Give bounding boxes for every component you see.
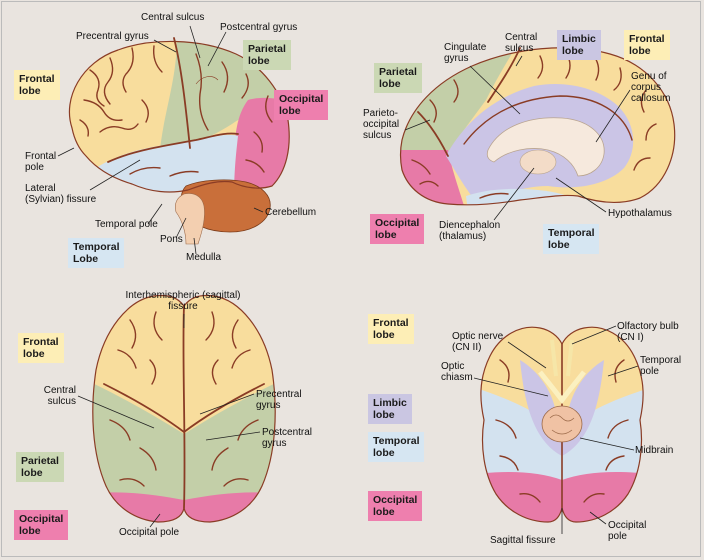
inferior-limbic-lobe-box: Limbic lobe <box>368 394 412 424</box>
lateral-central-sulcus-leader <box>189 25 201 59</box>
lateral-temporal-pole-label: Temporal pole <box>95 219 158 230</box>
medial-frontal-lobe-box: Frontal lobe <box>624 30 670 60</box>
inferior-olfactory-bulb-label: Olfactory bulb (CN I) <box>617 321 679 343</box>
inferior-frontal-lobe-box: Frontal lobe <box>368 314 414 344</box>
inferior-olfactory-bulb-leader <box>571 325 617 345</box>
superior-brain-view <box>92 294 276 523</box>
lateral-postcentral-gyrus-label: Postcentral gyrus <box>220 22 298 33</box>
lateral-precentral-gyrus-leader <box>153 39 177 53</box>
lateral-medulla-label: Medulla <box>186 252 222 263</box>
medial-central-sulcus-label: Central sulcus <box>505 32 538 54</box>
lateral-frontal-lobe-box: Frontal lobe <box>14 70 60 100</box>
inferior-temporal-pole-leader <box>607 365 639 377</box>
medial-cingulate-gyrus-leader <box>469 65 521 115</box>
medial-temporal-lobe-box: Temporal lobe <box>543 224 600 254</box>
inferior-optic-chiasm-label: Optic chiasm <box>441 361 473 383</box>
superior-frontal-lobe-box: Frontal lobe <box>18 333 64 363</box>
superior-occipital-lobe-box: Occipital lobe <box>14 510 69 540</box>
inferior-optic-nerve-label: Optic nerve (CN II) <box>452 331 504 353</box>
medial-limbic-lobe-box: Limbic lobe <box>557 30 601 60</box>
inferior-optic-chiasm-leader <box>473 377 549 397</box>
superior-central-sulcus-label: Central sulcus <box>43 385 76 407</box>
inferior-sagittal-fissure-label: Sagittal fissure <box>490 535 556 546</box>
inferior-occipital-pole-leader <box>589 511 607 525</box>
lateral-frontal-pole-leader <box>57 147 75 157</box>
medial-occipital-lobe-box: Occipital lobe <box>370 214 425 244</box>
leader-lines <box>57 25 639 534</box>
superior-precentral-gyrus-label: Precentral gyrus <box>256 389 302 411</box>
lateral-precentral-gyrus-label: Precentral gyrus <box>76 31 149 42</box>
inferior-occipital-lobe-box: Occipital lobe <box>368 491 423 521</box>
lateral-frontal-pole-label: Frontal pole <box>25 151 57 173</box>
inferior-brain-view <box>480 326 644 523</box>
inferior-temporal-lobe-box: Temporal lobe <box>368 432 425 462</box>
lateral-cerebellum-leader <box>253 207 264 213</box>
superior-parietal-lobe-box: Parietal lobe <box>16 452 64 482</box>
lateral-pons-label: Pons <box>160 234 183 245</box>
inferior-midbrain-label: Midbrain <box>635 445 674 456</box>
medial-parietal-lobe-box: Parietal lobe <box>374 63 422 93</box>
inferior-optic-nerve-leader <box>507 341 547 369</box>
lateral-temporal-lobe-box: Temporal Lobe <box>68 238 125 268</box>
superior-occipital-pole-leader <box>149 513 161 528</box>
inferior-midbrain-leader <box>579 437 635 451</box>
lateral-medulla-leader <box>193 237 197 255</box>
medial-diencephalon-leader <box>493 167 535 221</box>
lateral-sylvian-fissure-label: Lateral (Sylvian) fissure <box>25 183 97 205</box>
lateral-central-sulcus-label: Central sulcus <box>141 12 205 23</box>
medial-central-sulcus-leader <box>515 55 523 67</box>
superior-occipital-pole-label: Occipital pole <box>119 527 180 538</box>
medial-parieto-occipital-sulcus-label: Parieto- occipital sulcus <box>363 108 400 141</box>
medial-parieto-occipital-sulcus-leader <box>404 119 431 131</box>
superior-interhemispheric-fissure-label: Interhemispheric (sagittal) fissure <box>125 290 241 312</box>
lateral-parietal-lobe-box: Parietal lobe <box>243 40 291 70</box>
lateral-sylvian-fissure-leader <box>89 159 141 191</box>
superior-precentral-gyrus-leader <box>199 393 255 415</box>
lateral-occipital-lobe-box: Occipital lobe <box>274 90 329 120</box>
inferior-occipital-pole-label: Occipital pole <box>608 520 647 542</box>
medial-diencephalon-label: Diencephalon (thalamus) <box>439 220 501 242</box>
medial-hypothalamus-leader <box>555 177 607 213</box>
medial-hypothalamus-label: Hypothalamus <box>608 208 672 219</box>
lateral-postcentral-gyrus-leader <box>207 31 227 67</box>
medial-cingulate-gyrus-label: Cingulate gyrus <box>444 42 487 64</box>
inferior-temporal-pole-label: Temporal pole <box>640 355 682 377</box>
medial-genu-leader <box>595 89 631 143</box>
superior-postcentral-gyrus-label: Postcentral gyrus <box>262 427 313 449</box>
lateral-temporal-pole-leader <box>147 203 163 225</box>
superior-central-sulcus-leader <box>77 395 155 429</box>
superior-postcentral-gyrus-leader <box>205 431 261 441</box>
lateral-pons-leader <box>175 217 187 239</box>
medial-genu-label: Genu of corpus callosum <box>631 71 671 104</box>
lateral-cerebellum-label: Cerebellum <box>265 207 317 218</box>
